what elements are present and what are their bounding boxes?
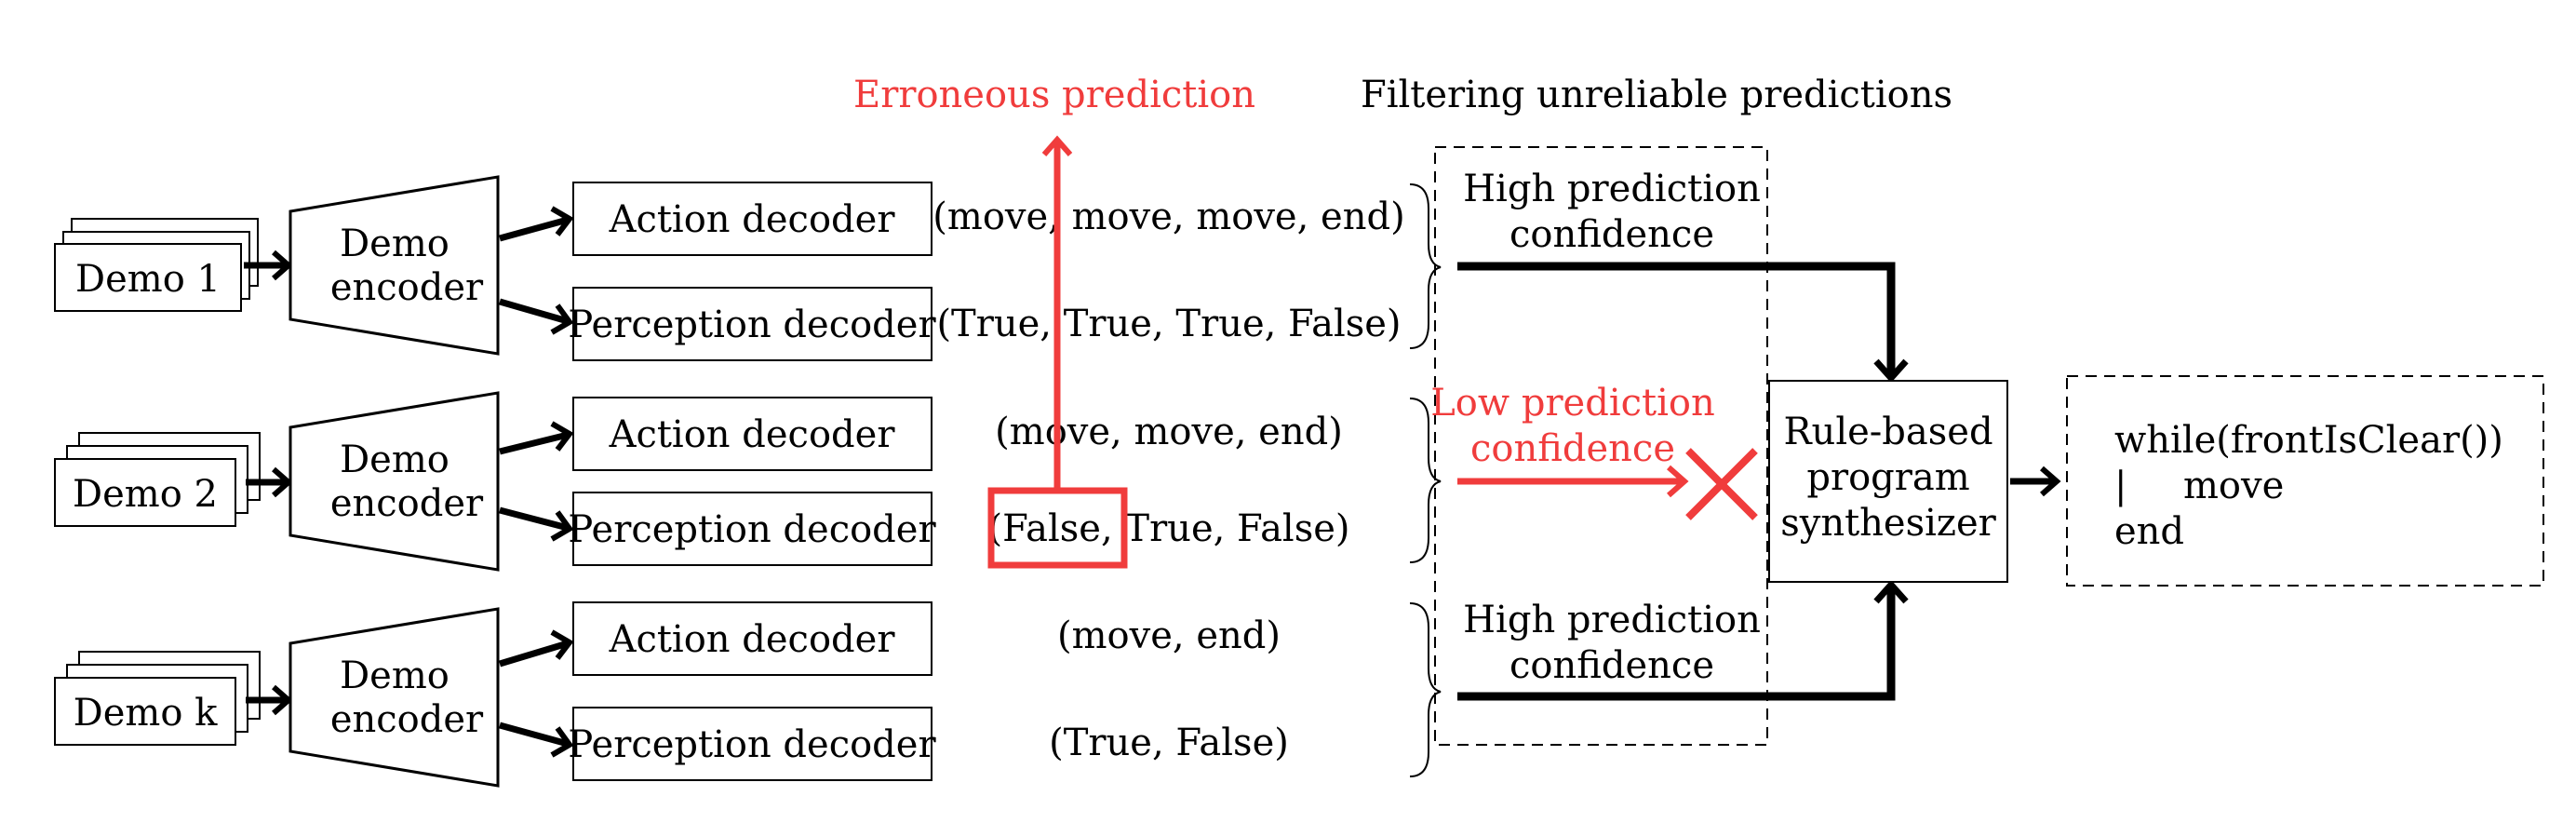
action-sequence: (move, end) (1057, 614, 1281, 657)
encoder-label-line1: Demo (340, 438, 449, 481)
high-confidence-bottom-line2: confidence (1509, 644, 1714, 687)
demo-encoder-trapezoid (288, 175, 500, 356)
group-brace (1409, 602, 1442, 777)
arrowhead (1873, 579, 1909, 604)
encoder-to-action-arrow (498, 640, 570, 668)
arrowhead (1873, 358, 1909, 384)
arrowhead (550, 629, 574, 660)
demo-group-2: Demo 2 Demo encoder Action decoder Perce… (54, 391, 1442, 572)
demo-label: Demo k (74, 692, 218, 735)
arrowhead (550, 421, 574, 452)
program-output-box (2066, 375, 2544, 587)
erroneous-prediction-title: Erroneous prediction (853, 74, 1255, 116)
demo-encoder-trapezoid (288, 391, 500, 572)
demo-box (54, 677, 236, 746)
synthesizer-label-line3: synthesizer (1780, 502, 1996, 545)
demo-label: Demo 1 (75, 258, 221, 301)
encoder-to-perception-arrow (499, 506, 569, 532)
group-brace (1409, 398, 1442, 563)
encoder-label-line1: Demo (340, 223, 449, 265)
demo-encoder-trapezoid (288, 607, 500, 788)
encoder-to-perception-arrow (499, 298, 569, 325)
high-confidence-bottom-arrow (1457, 587, 1896, 701)
demo-box (54, 243, 242, 312)
action-decoder-label: Action decoder (609, 618, 896, 661)
program-indent-bar: | (2114, 465, 2127, 507)
arrowhead (272, 684, 293, 716)
high-confidence-top-line2: confidence (1509, 213, 1714, 256)
perception-decoder-label: Perception decoder (568, 304, 936, 346)
action-sequence: (move, move, end) (995, 411, 1343, 453)
action-decoder-box (572, 601, 932, 676)
filtering-title: Filtering unreliable predictions (1361, 74, 1952, 116)
arrowhead (550, 726, 574, 758)
program-line-2: move (2183, 465, 2284, 507)
encoder-label-line1: Demo (340, 654, 449, 697)
demo-label: Demo 2 (73, 473, 218, 516)
arrowhead (272, 466, 293, 498)
group-brace (1409, 183, 1442, 349)
arrowhead (1667, 465, 1689, 498)
low-confidence-line2: confidence (1470, 427, 1675, 470)
synthesizer-label-line2: program (1806, 456, 1969, 499)
program-synthesizer-box (1768, 380, 2008, 583)
encoder-to-action-arrow (499, 216, 569, 242)
demo-box (54, 458, 236, 527)
arrowhead (550, 510, 574, 542)
rejected-cross-icon (1685, 448, 1758, 520)
encoder-to-perception-arrow (499, 722, 569, 748)
encoder-label-line2: encoder (330, 698, 484, 741)
perception-decoder-box (572, 492, 932, 566)
arrowhead (550, 206, 574, 236)
low-confidence-line1: Low prediction (1430, 382, 1715, 425)
perception-decoder-label: Perception decoder (568, 508, 936, 551)
high-confidence-bottom-line1: High prediction (1463, 599, 1761, 641)
perception-decoder-label: Perception decoder (568, 723, 936, 766)
demo-group-1: Demo 1 Demo encoder Action decoder Perce… (54, 175, 1442, 361)
program-line-3: end (2114, 510, 2184, 553)
high-confidence-top-line1: High prediction (1463, 168, 1761, 210)
action-sequence: (move, move, move, end) (932, 196, 1404, 238)
erroneous-value-highlight (987, 487, 1128, 569)
arrowhead (272, 250, 293, 281)
synthesizer-label-line1: Rule-based (1783, 411, 1992, 453)
action-decoder-box (572, 182, 932, 256)
perception-decoder-box (572, 287, 932, 361)
action-decoder-label: Action decoder (609, 198, 896, 241)
program-line-1: while(frontIsClear()) (2114, 419, 2503, 462)
perception-decoder-box (572, 707, 932, 781)
perception-sequence: (False, True, False) (987, 507, 1349, 550)
encoder-label-line2: encoder (330, 266, 484, 309)
demo-group-k: Demo k Demo encoder Action decoder Perce… (54, 601, 1442, 788)
perception-sequence: (True, False) (1049, 722, 1289, 764)
encoder-label-line2: encoder (330, 482, 484, 525)
arrowhead (2040, 465, 2061, 497)
high-confidence-top-arrow (1457, 262, 1896, 376)
encoder-to-action-arrow (499, 431, 569, 455)
action-decoder-box (572, 397, 932, 471)
arrowhead (550, 304, 574, 335)
arrowhead (1041, 135, 1073, 156)
perception-sequence: (True, True, True, False) (936, 303, 1401, 345)
action-decoder-label: Action decoder (609, 413, 896, 456)
